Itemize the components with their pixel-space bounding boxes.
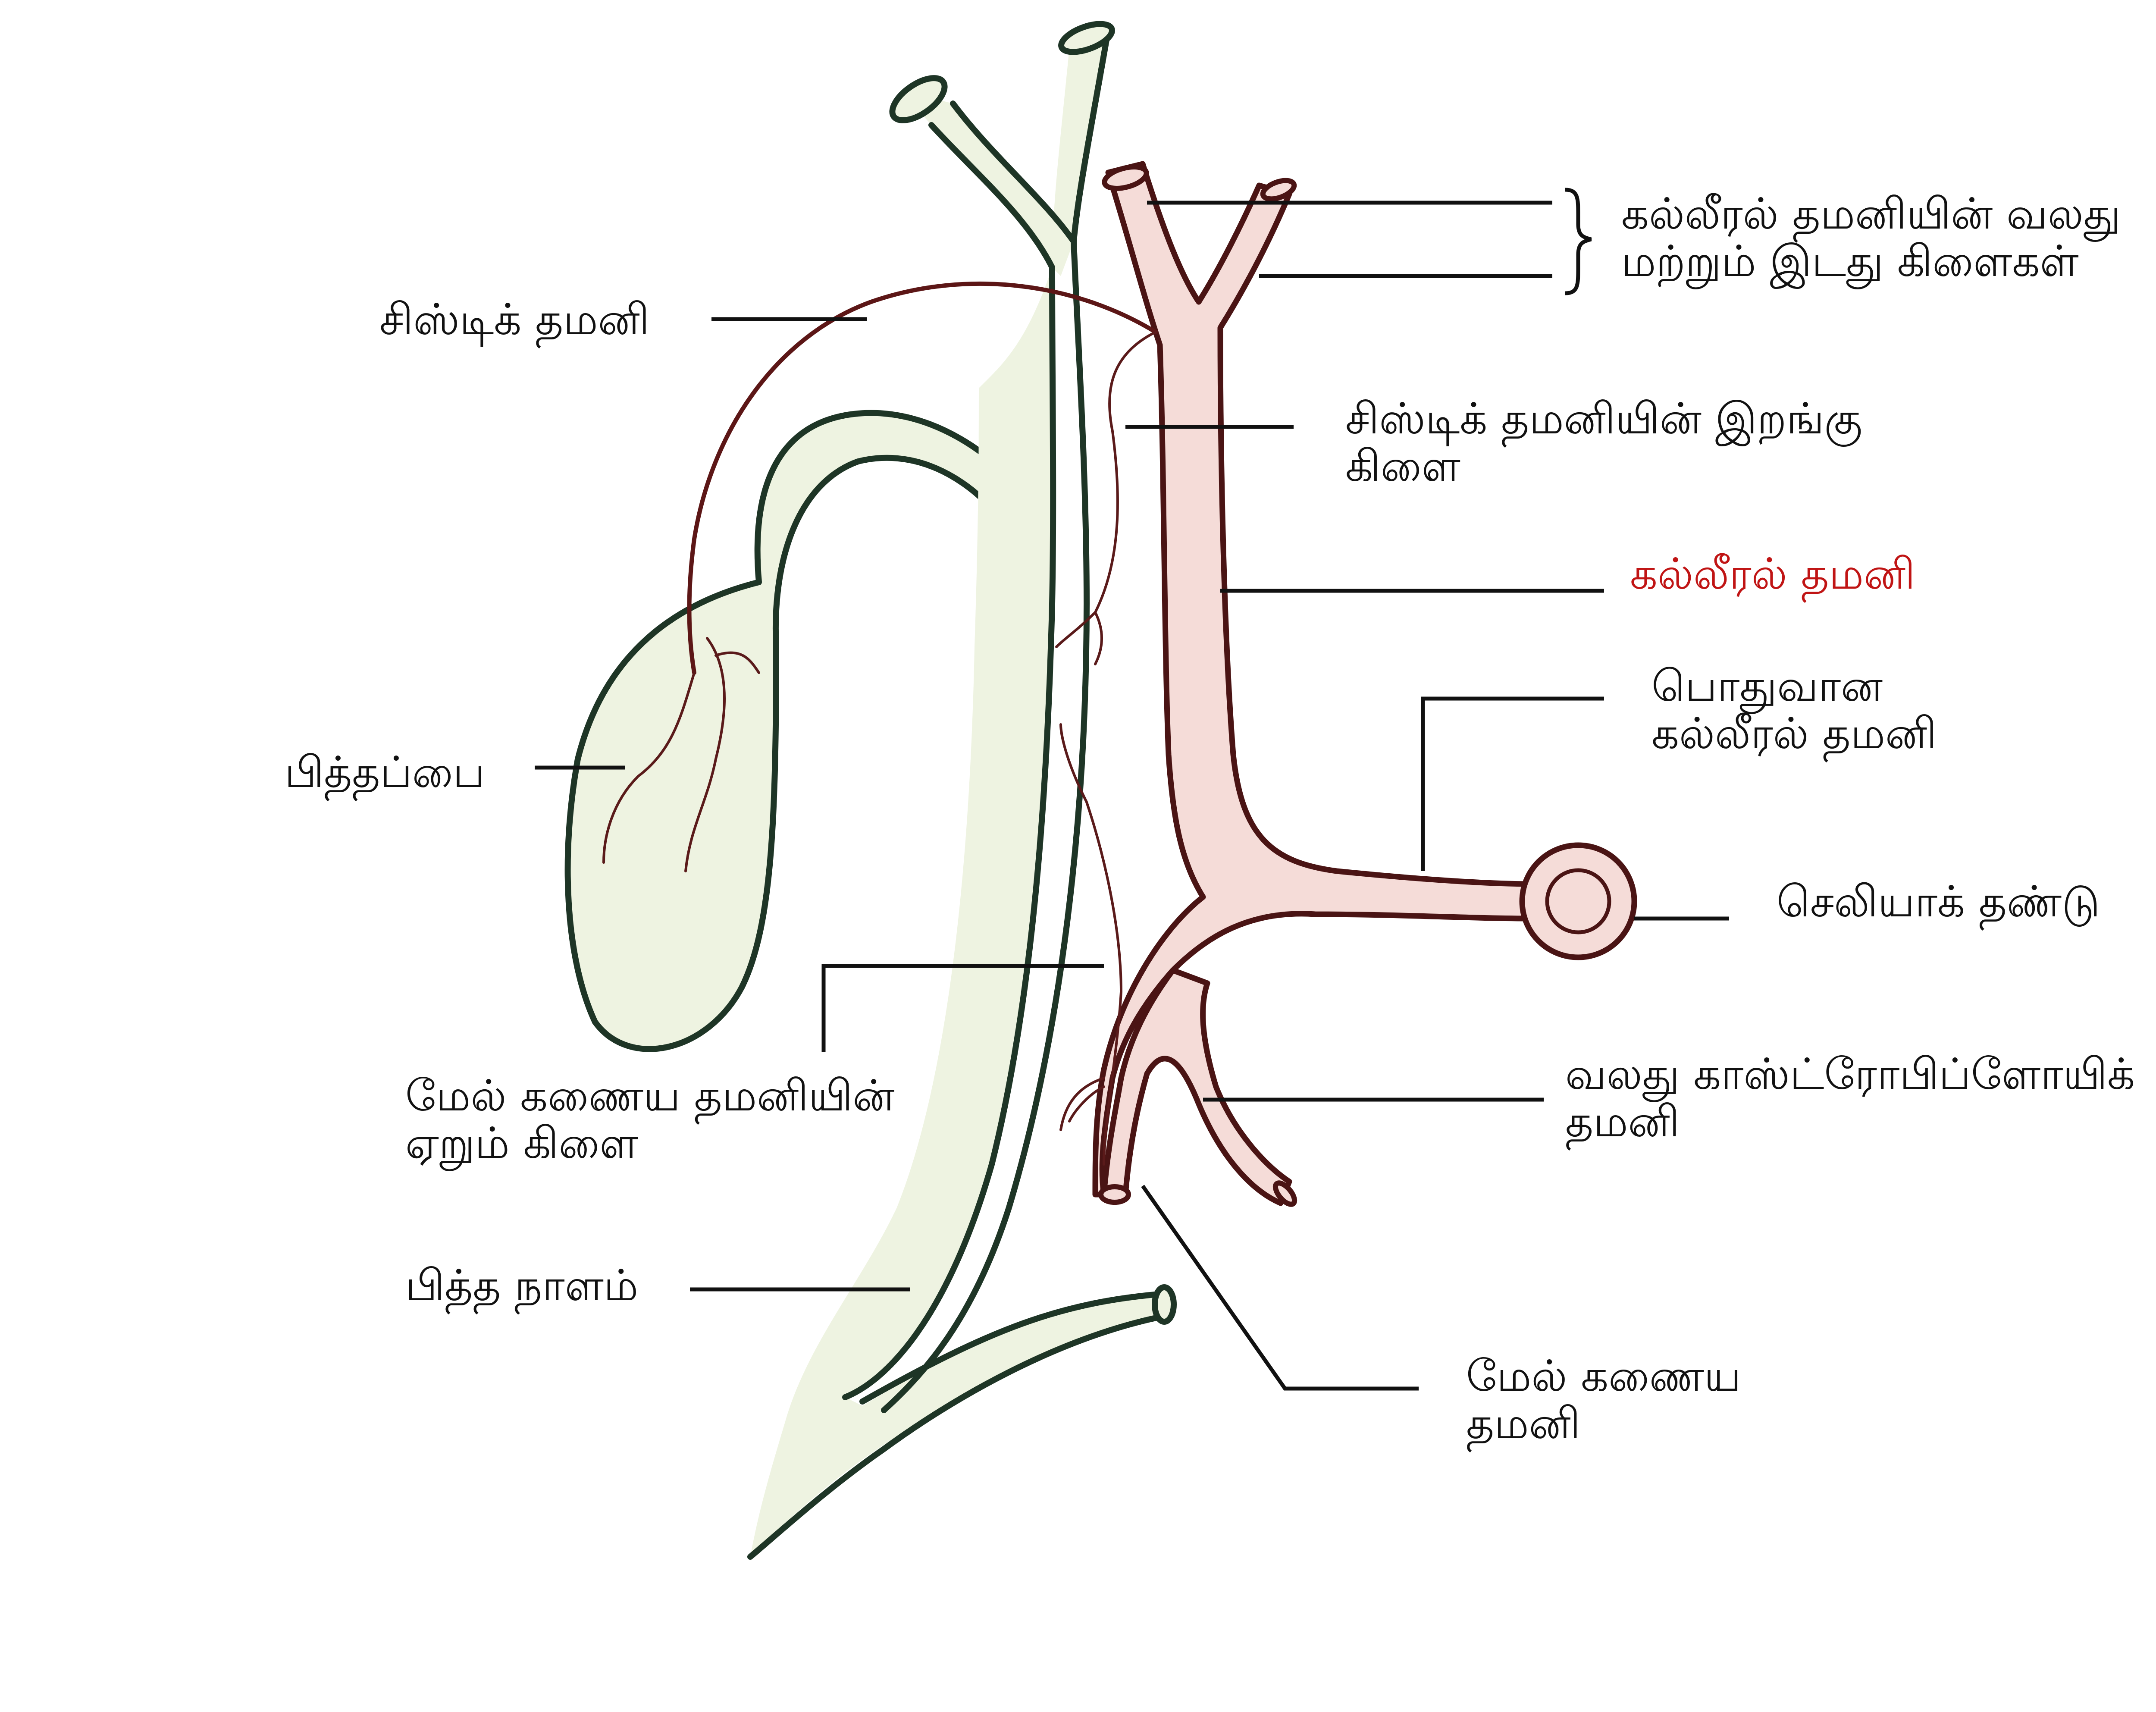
label-common-hepatic-line1: பொதுவான [1651,661,1883,714]
arterial-tree [602,161,1637,1207]
label-common-hepatic-line2: கல்லீரல் தமனி [1651,708,1937,762]
label-hepatic-branches-line1: கல்லீரல் தமனியின் வலது [1621,188,2121,243]
sma-ascending-twig [1059,1077,1105,1131]
label-sma-ascending-line2: ஏறும் கிளை [405,1118,638,1171]
leader-common-hepatic [1421,696,1604,871]
cystic-descending-branch [1055,331,1157,648]
duct-outline-left [842,122,1056,1400]
duodenal-outline [747,1312,1172,1560]
label-gastroepiploic-line1: வலது காஸ்ட்ரோபிப்ளோயிக் [1565,1049,2135,1102]
duct-outline-right [1071,27,1111,245]
label-gastroepiploic-line2: தமனி [1565,1096,1680,1151]
gastroduodenal-artery [1101,967,1292,1206]
sma-ascending-branch [1059,723,1123,1166]
leader-sma-ascending [821,964,1104,1052]
left-hepatic-branch-end [1260,178,1297,202]
label-gallbladder: பித்தப்பை [285,747,485,801]
hepatic-duct-right-end [889,75,948,123]
hepatic-artery [1092,161,1538,1198]
label-celiac-trunk: செலியாக் தண்டு [1777,876,2100,931]
label-cystic-descending-line2: கிளை [1345,441,1460,491]
celiac-trunk-inner [1545,868,1611,934]
label-bile-duct: பித்த நாளம் [405,1260,638,1314]
gallbladder [567,413,1048,1049]
duplo-outline [859,1291,1167,1405]
brace [1565,188,1592,295]
right-hepatic-branch-end [1102,164,1149,191]
duodenal-end [1152,1284,1177,1325]
label-hepatic-branches-line2: மற்றும் இடது கிளைகள் [1621,236,2079,289]
gallbladder-outline [564,410,1051,1052]
cystic-descending-twig [1094,611,1103,665]
leader-sma [1141,1185,1419,1391]
label-cystic-artery: சிஸ்டிக் தமனி [379,294,649,348]
label-hepatic-artery: கல்லீரல் தமனி [1630,549,1915,603]
common-bile-duct [750,267,1169,1557]
leader-lines [535,188,1729,1391]
gastroepiploic-end [1272,1180,1297,1207]
biliary-tree [564,21,1177,1560]
gallbladder-arteriole [684,637,726,872]
gallbladder-arteriole [602,671,696,864]
gallbladder-arteriole [714,651,760,674]
hepatic-duct-left-end [1058,21,1115,55]
label-sma-line2: தமனி [1466,1398,1580,1452]
label-sma-line1: மேல் கணைய [1466,1351,1741,1401]
labels: கல்லீரல் தமனியின் வலது மற்றும் இடது கிளை… [285,188,2135,1452]
sma-end [1098,1184,1131,1205]
cystic-artery [687,281,1158,675]
label-sma-ascending-line1: மேல் கணைய தமனியின் [405,1070,895,1125]
duct-outline-inner [881,100,1090,1413]
label-cystic-descending-line1: சிஸ்டிக் தமனியின் இறங்கு [1345,393,1862,448]
hepatic-duct-left [1052,30,1108,267]
